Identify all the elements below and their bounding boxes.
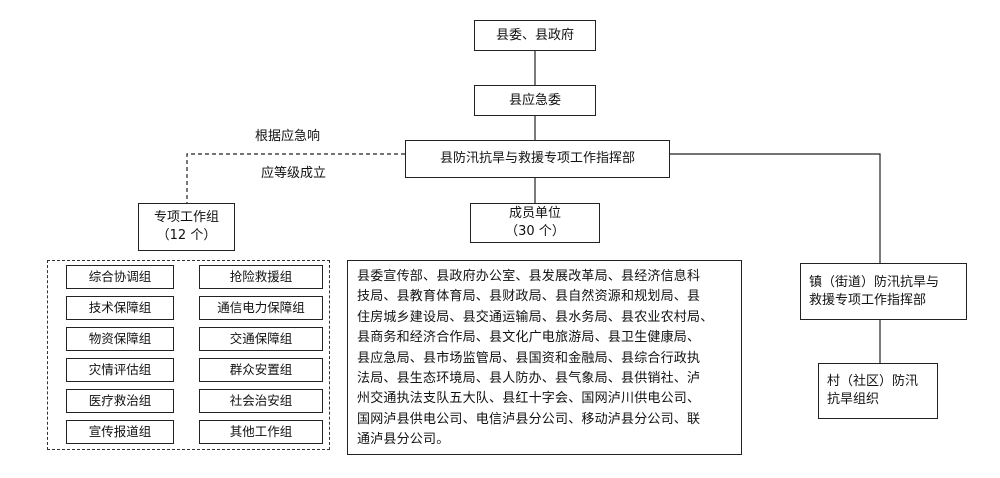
group-left-3: 物资保障组 <box>66 327 174 351</box>
hq-box: 县防汛抗旱与救援专项工作指挥部 <box>405 140 670 178</box>
group-label: 医疗救治组 <box>88 392 152 408</box>
group-label: 灾情评估组 <box>88 361 152 377</box>
group-left-4: 灾情评估组 <box>66 358 174 382</box>
group-right-6: 其他工作组 <box>199 420 323 444</box>
town-hq-label: 镇（街道）防汛抗旱与 救援专项工作指挥部 <box>809 274 940 308</box>
county-committee-label: 县委、县政府 <box>495 27 574 43</box>
group-label: 物资保障组 <box>88 330 152 346</box>
village-org-box: 村（社区）防汛 抗旱组织 <box>818 363 938 419</box>
member-units-title: 成员单位 <box>508 206 561 222</box>
emergency-committee-box: 县应急委 <box>474 85 596 116</box>
member-units-box: 成员单位 （30 个） <box>470 203 600 243</box>
group-left-6: 宣传报道组 <box>66 420 174 444</box>
group-label: 社会治安组 <box>229 392 293 408</box>
member-line: 技局、县教育体育局、县财政局、县自然资源和规划局、县 <box>357 289 701 305</box>
group-right-1: 抢险救援组 <box>199 265 323 289</box>
group-label: 交通保障组 <box>229 330 293 346</box>
group-right-5: 社会治安组 <box>199 389 323 413</box>
working-groups-box: 专项工作组 （12 个） <box>138 203 235 251</box>
working-groups-count: （12 个） <box>156 228 217 243</box>
group-left-2: 技术保障组 <box>66 296 174 320</box>
group-left-5: 医疗救治组 <box>66 389 174 413</box>
member-line: 法局、县生态环境局、县人防办、县气象局、县供销社、泸 <box>357 371 701 387</box>
group-right-3: 交通保障组 <box>199 327 323 351</box>
group-label: 其他工作组 <box>229 423 293 439</box>
member-line: 国网泸县供电公司、电信泸县分公司、移动泸县分公司、联 <box>357 411 701 427</box>
town-hq-box: 镇（街道）防汛抗旱与 救援专项工作指挥部 <box>800 263 967 320</box>
member-line: 通泸县分公司。 <box>357 432 450 448</box>
line-hq-to-groups-dashed <box>186 153 405 203</box>
working-groups-container <box>47 260 330 450</box>
group-label: 抢险救援组 <box>229 268 293 284</box>
note-line-1: 根据应急响 <box>255 129 321 144</box>
member-line: 州交通执法支队五大队、县红十字会、国网泸川供电公司、 <box>357 391 701 407</box>
member-units-list: 县委宣传部、县政府办公室、县发展改革局、县经济信息科 技局、县教育体育局、县财政… <box>347 260 742 455</box>
member-line: 住房城乡建设局、县交通运输局、县水务局、县农业农村局、 <box>357 309 714 325</box>
group-label: 通信电力保障组 <box>217 299 305 315</box>
group-label: 综合协调组 <box>88 268 152 284</box>
group-label: 群众安置组 <box>229 361 293 377</box>
member-units-count: （30 个） <box>505 224 565 239</box>
member-line: 县商务和经济合作局、县文化广电旅游局、县卫生健康局、 <box>357 330 701 346</box>
group-left-1: 综合协调组 <box>66 265 174 289</box>
member-line: 县委宣传部、县政府办公室、县发展改革局、县经济信息科 <box>357 269 701 284</box>
group-right-2: 通信电力保障组 <box>199 296 323 320</box>
group-label: 技术保障组 <box>88 299 152 315</box>
village-org-label: 村（社区）防汛 抗旱组织 <box>827 374 919 407</box>
working-groups-title: 专项工作组 <box>153 210 219 226</box>
hq-label: 县防汛抗旱与救援专项工作指挥部 <box>439 151 635 167</box>
county-committee-box: 县委、县政府 <box>474 20 596 51</box>
note-line-2: 应等级成立 <box>261 166 327 181</box>
emergency-committee-label: 县应急委 <box>508 92 561 108</box>
line-hq-to-town <box>670 153 881 263</box>
group-label: 宣传报道组 <box>88 423 152 439</box>
group-right-4: 群众安置组 <box>199 358 323 382</box>
member-line: 县应急局、县市场监管局、县国资和金融局、县综合行政执 <box>357 350 701 366</box>
